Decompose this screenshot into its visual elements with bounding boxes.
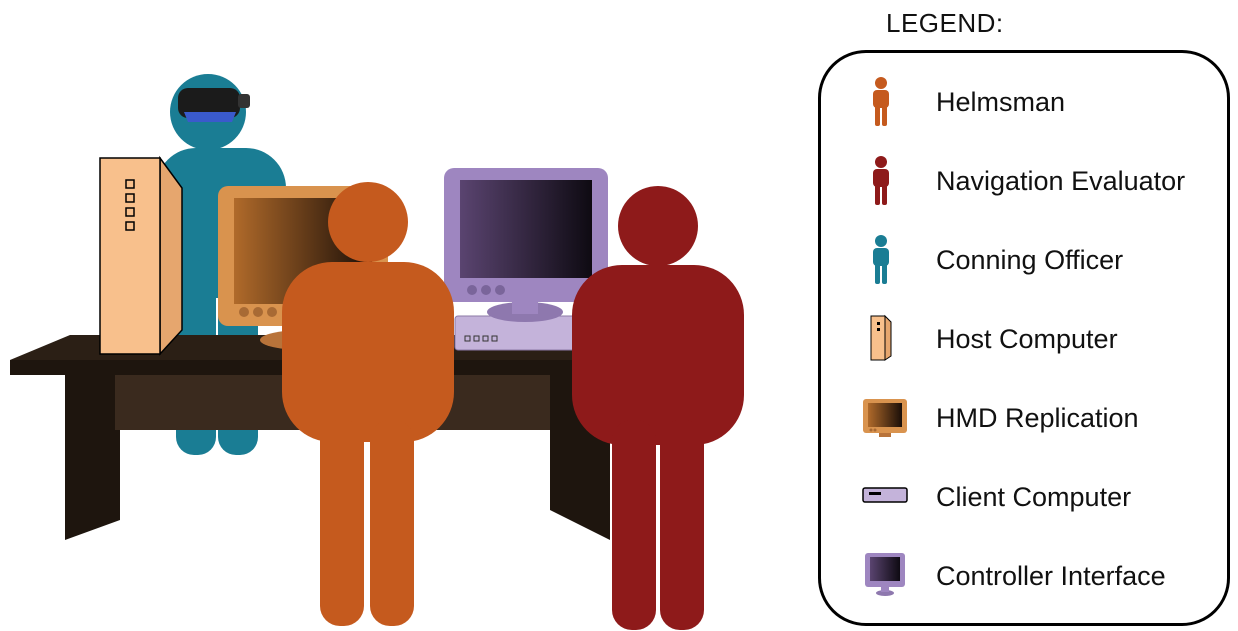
controller-interface-monitor-icon — [861, 545, 911, 605]
legend-label-host-computer: Host Computer — [936, 324, 1118, 355]
legend-item-helmsman: Helmsman — [821, 71, 1227, 131]
simulation-scene — [0, 0, 810, 631]
legend-label-navigation-evaluator: Navigation Evaluator — [936, 166, 1185, 197]
legend-box: Helmsman Navigation Evaluator Conning Of… — [818, 50, 1230, 626]
legend-item-navigation-evaluator: Navigation Evaluator — [821, 150, 1227, 210]
legend-label-client-computer: Client Computer — [936, 482, 1131, 513]
legend-item-host-computer: Host Computer — [821, 308, 1227, 368]
conning-officer-person-icon — [861, 229, 911, 289]
legend-item-controller-interface: Controller Interface — [821, 545, 1227, 605]
legend-label-helmsman: Helmsman — [936, 87, 1065, 118]
legend-label-controller-interface: Controller Interface — [936, 561, 1166, 592]
client-computer-box-icon — [861, 466, 911, 526]
helmsman-person-icon — [861, 71, 911, 131]
legend-item-client-computer: Client Computer — [821, 466, 1227, 526]
host-computer-tower-icon — [861, 308, 911, 368]
legend-label-conning-officer: Conning Officer — [936, 245, 1123, 276]
host-computer-tower — [100, 158, 182, 354]
legend-item-hmd-replication: HMD Replication — [821, 387, 1227, 447]
legend-item-conning-officer: Conning Officer — [821, 229, 1227, 289]
legend-label-hmd-replication: HMD Replication — [936, 403, 1139, 434]
hmd-replication-monitor-icon — [861, 387, 911, 447]
navigation-evaluator-person-icon — [861, 150, 911, 210]
legend-title: LEGEND: — [886, 8, 1004, 39]
